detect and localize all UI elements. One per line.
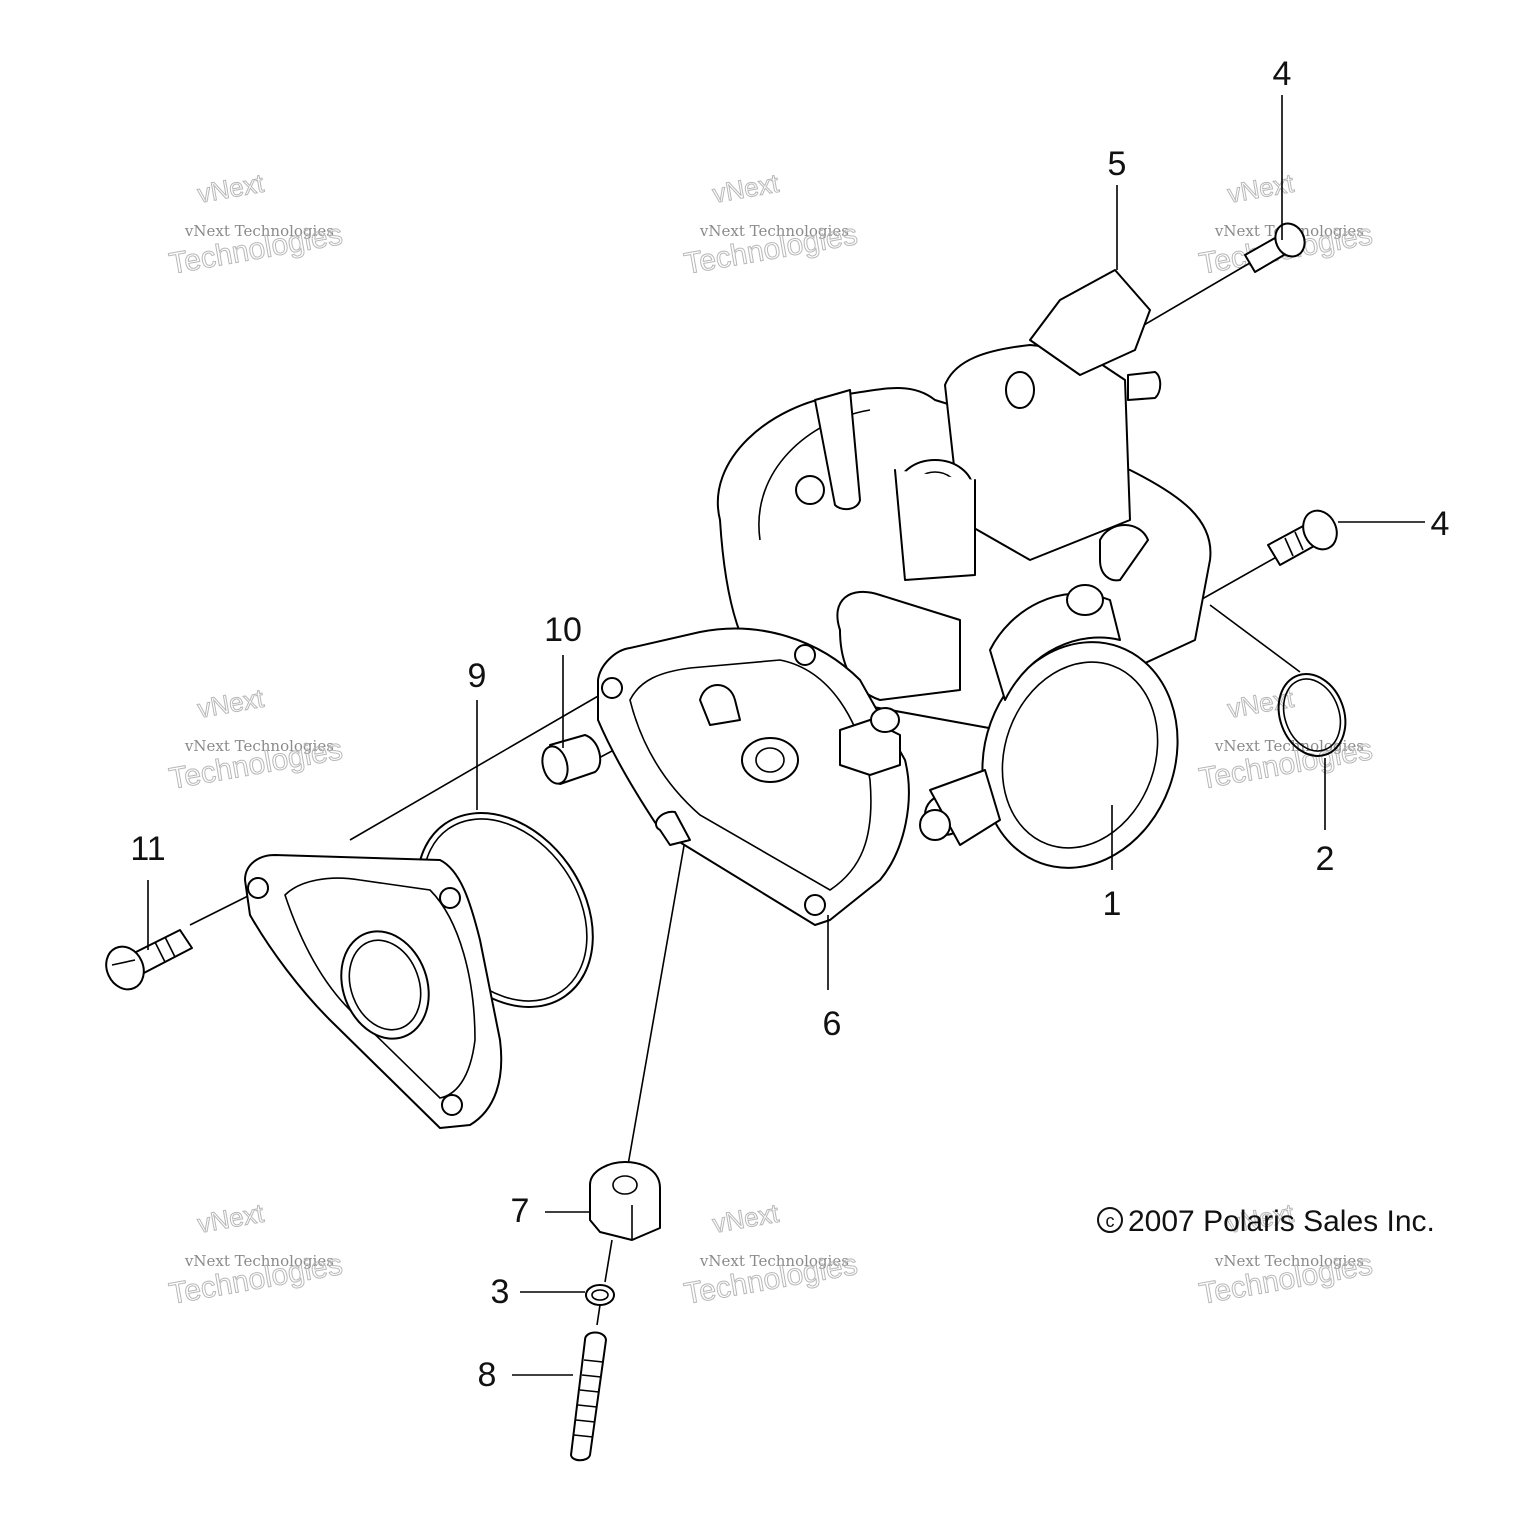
part-7-nut [589,1161,661,1241]
part-10-dowel [541,734,602,785]
watermark-tile-4: vNext vNext Technologies Technologies [166,682,345,796]
part-2-o-ring-inner [1282,678,1342,752]
svg-text:vNext: vNext [195,168,266,209]
copyright-icon-letter: c [1106,1211,1115,1231]
copyright-icon [1097,1207,1123,1233]
svg-text:vNext Technologies: vNext Technologies [184,222,334,240]
callout-leaders [147,95,1425,1376]
svg-text:vNext: vNext [195,683,266,724]
part-3-washer [585,1284,615,1306]
callout-8: 8 [478,1356,497,1394]
svg-text:vNext: vNext [710,1198,781,1239]
part-6-flange-housing [597,627,910,926]
callout-7: 7 [511,1192,530,1230]
watermark-tile-1: vNext vNext Technologies Technologies [166,167,345,281]
cover-plate [244,854,503,1129]
callout-6: 6 [823,1005,842,1043]
callout-10: 10 [544,611,582,649]
callout-11: 11 [130,830,165,868]
callout-9: 9 [468,657,487,695]
svg-text:vNext Technologies: vNext Technologies [699,1252,849,1270]
callout-4-right: 4 [1431,505,1450,543]
svg-text:vNext: vNext [1225,168,1296,209]
svg-text:vNext: vNext [1225,683,1296,724]
part-4-screw-right [1267,509,1338,566]
callout-5: 5 [1108,145,1127,183]
copyright-notice: c 2007 Polaris Sales Inc. [1097,1205,1435,1238]
svg-text:vNext Technologies: vNext Technologies [1214,737,1364,755]
part-11-screw [105,929,193,991]
svg-text:vNext Technologies: vNext Technologies [699,222,849,240]
part-2-o-ring [1277,673,1347,757]
watermark-tile-3: vNext vNext Technologies Technologies [1196,167,1375,281]
part-8-stud [570,1331,607,1462]
svg-text:vNext Technologies: vNext Technologies [184,1252,334,1270]
part-3-washer-inner [591,1289,609,1301]
watermark-tile-2: vNext vNext Technologies Technologies [681,167,860,281]
watermark-tile-8: vNext vNext Technologies Technologies [681,1197,860,1311]
svg-text:vNext Technologies: vNext Technologies [184,737,334,755]
part-1-throttle-body [717,269,1212,869]
watermark-tile-7: vNext vNext Technologies Technologies [166,1197,345,1311]
callout-1: 1 [1103,885,1122,923]
callout-3: 3 [491,1273,510,1311]
svg-text:vNext Technologies: vNext Technologies [1214,1252,1364,1270]
svg-text:vNext: vNext [710,168,781,209]
watermark-tile-6: vNext vNext Technologies Technologies [1196,682,1375,796]
copyright-text: 2007 Polaris Sales Inc. [1128,1205,1435,1238]
callout-2: 2 [1316,840,1335,878]
callout-4-top: 4 [1273,55,1292,93]
svg-text:vNext: vNext [195,1198,266,1239]
